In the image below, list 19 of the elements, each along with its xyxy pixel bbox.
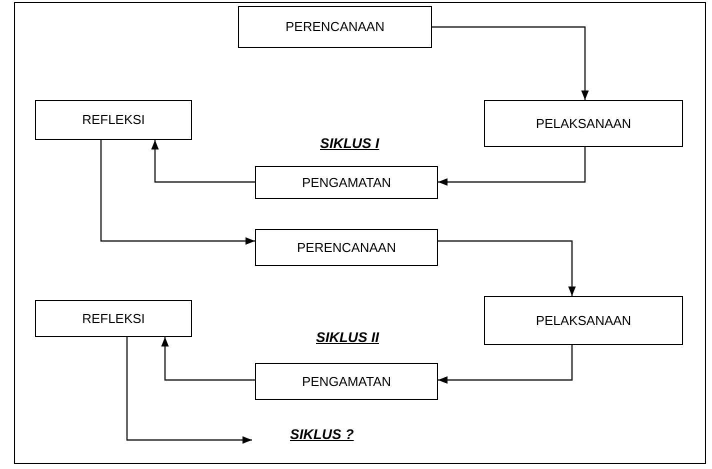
- arrow: [126, 337, 252, 444]
- cycle-label: SIKLUS I: [320, 134, 380, 153]
- process-box: REFLEKSI: [35, 100, 192, 140]
- process-box: PERENCANAAN: [255, 229, 438, 266]
- process-box: PELAKSANAAN: [484, 296, 683, 345]
- arrow: [161, 337, 255, 381]
- process-box: PERENCANAAN: [238, 6, 432, 48]
- process-box: PENGAMATAN: [255, 363, 438, 400]
- cycle-label: SIKLUS II: [316, 328, 380, 347]
- arrow: [438, 240, 576, 296]
- process-box: PENGAMATAN: [255, 166, 438, 199]
- arrow: [432, 26, 589, 100]
- arrow: [438, 345, 573, 384]
- arrow: [100, 140, 255, 245]
- cycle-label: SIKLUS ?: [252, 424, 382, 444]
- arrow: [438, 147, 586, 186]
- process-box: PELAKSANAAN: [484, 100, 683, 147]
- arrow: [151, 140, 255, 183]
- process-box: REFLEKSI: [35, 300, 192, 337]
